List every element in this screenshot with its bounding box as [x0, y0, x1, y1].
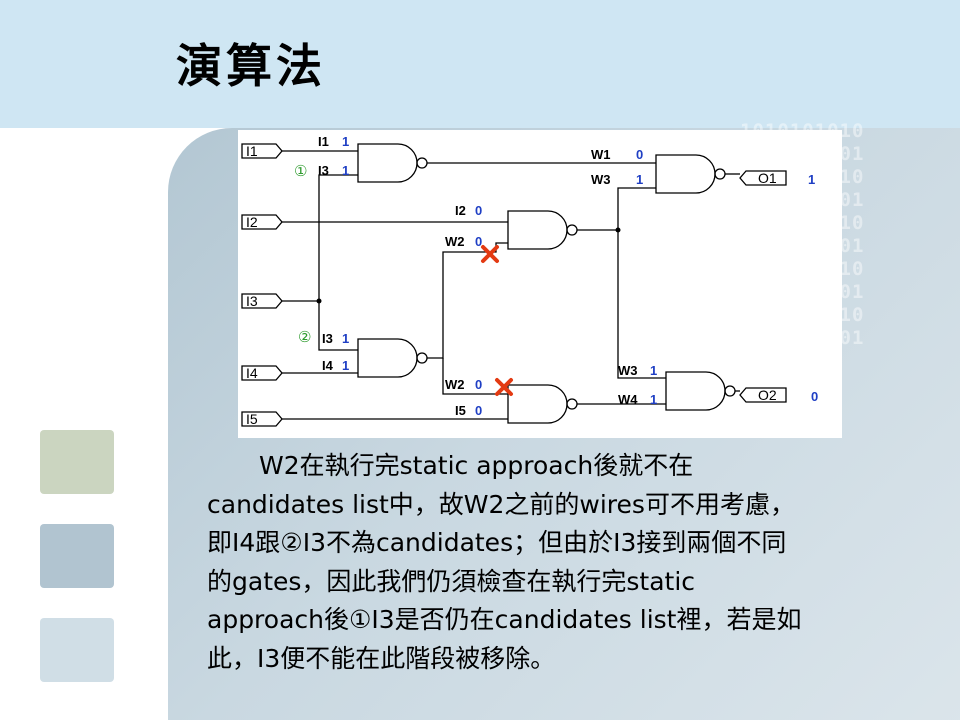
explanation-text: W2在執行完static approach後就不在 candidates lis…	[207, 447, 947, 678]
signal-label: W1	[591, 147, 611, 162]
inverter-bubble	[416, 352, 428, 364]
wire	[282, 174, 358, 302]
signal-value: 0	[475, 403, 482, 418]
input-label: I4	[246, 365, 258, 381]
text-line: 的gates，因此我們仍須檢查在執行完static	[207, 566, 696, 596]
header-band	[0, 0, 960, 128]
inverter-bubble	[714, 168, 726, 180]
signal-value: 1	[650, 392, 657, 407]
signal-value: 0	[475, 203, 482, 218]
text-line: 即I4跟②I3不為candidates；但由於I3接到兩個不同	[207, 528, 787, 557]
inverter-bubble	[724, 385, 736, 397]
signal-value: 1	[342, 134, 349, 149]
signal-label: W3	[591, 172, 611, 187]
inverter-bubble	[416, 157, 428, 169]
decoration-square	[40, 618, 114, 682]
wire	[442, 358, 508, 395]
signal-label: W3	[618, 363, 638, 378]
nand-gate	[507, 210, 568, 250]
input-terminal	[241, 365, 283, 381]
wire	[617, 230, 666, 379]
text-line: candidates list中，故W2之前的wires可不用考慮，	[207, 489, 795, 519]
wire	[427, 242, 508, 359]
step-marker: ①	[294, 163, 307, 180]
input-label: I1	[246, 143, 258, 159]
signal-label: W2	[445, 377, 465, 392]
signal-value: 0	[636, 147, 643, 162]
signal-label: I1	[318, 134, 329, 149]
signal-value: 1	[342, 163, 349, 178]
signal-value: 1	[342, 331, 349, 346]
input-terminal	[241, 143, 283, 159]
signal-label: I2	[455, 203, 466, 218]
output-value: 1	[808, 172, 815, 187]
output-label: O2	[758, 387, 777, 403]
signal-label: I4	[322, 358, 334, 373]
decoration-square	[40, 524, 114, 588]
nand-gate	[665, 371, 726, 411]
output-terminal	[739, 170, 787, 186]
signal-value: 1	[650, 363, 657, 378]
junction-dot	[615, 227, 621, 233]
nand-gate	[507, 384, 568, 424]
text-line: W2在執行完static approach後就不在	[259, 451, 694, 480]
nand-gate	[655, 154, 716, 194]
input-terminal	[241, 214, 283, 230]
input-terminal	[241, 293, 283, 309]
junction-dot	[316, 298, 322, 304]
signal-value: 0	[475, 377, 482, 392]
signal-label: I3	[322, 331, 333, 346]
output-value: 0	[811, 389, 818, 404]
nand-gate	[357, 143, 418, 183]
signal-value: 1	[636, 172, 643, 187]
output-terminal	[739, 387, 787, 403]
input-label: I2	[246, 214, 258, 230]
cross-mark	[495, 378, 513, 396]
logic-circuit-diagram: I1 I2 I3 I4 I5 O1 O2 I1 I3 I2 W2 I3 I4 W…	[238, 130, 842, 438]
input-label: I3	[246, 293, 258, 309]
signal-label: I3	[318, 163, 329, 178]
signal-label: I5	[455, 403, 466, 418]
input-terminal	[241, 411, 283, 427]
inverter-bubble	[566, 398, 578, 410]
text-line: 此，I3便不能在此階段被移除。	[207, 643, 556, 673]
signal-value: 1	[342, 358, 349, 373]
cross-mark	[481, 245, 499, 263]
signal-label: W2	[445, 234, 465, 249]
signal-value: 0	[475, 234, 482, 249]
wire	[318, 301, 358, 351]
slide-title: 演算法	[176, 39, 326, 93]
text-line: approach後①I3是否仍在candidates list裡，若是如	[207, 605, 802, 634]
inverter-bubble	[566, 224, 578, 236]
step-marker: ②	[298, 329, 311, 346]
signal-label: W4	[618, 392, 638, 407]
wire	[577, 187, 656, 231]
nand-gate	[357, 338, 418, 378]
decoration-square	[40, 430, 114, 494]
input-label: I5	[246, 411, 258, 427]
output-label: O1	[758, 170, 777, 186]
